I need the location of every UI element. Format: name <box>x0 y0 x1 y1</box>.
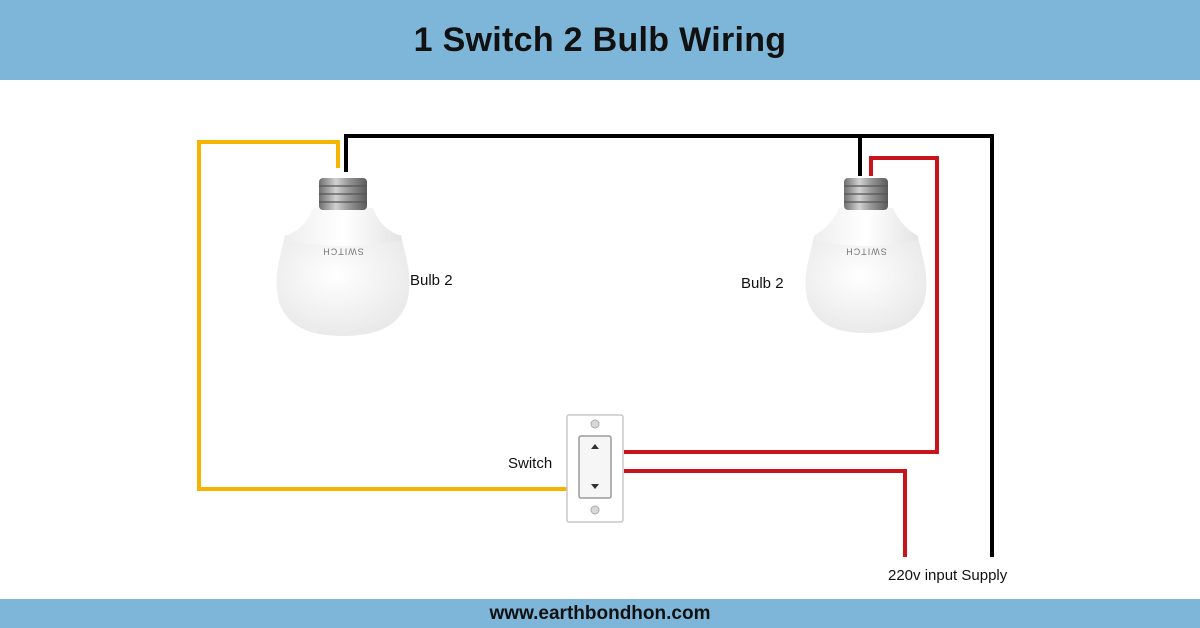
black-neutral-wire <box>344 134 994 557</box>
supply-label: 220v input Supply <box>888 567 1008 584</box>
bulb-right-label: Bulb 2 <box>741 275 784 292</box>
bulb-left-dome <box>276 235 410 336</box>
bulb-right-dome <box>805 237 927 333</box>
bulb-right-brand: SWITCH <box>845 247 887 257</box>
footer-url: www.earthbondhon.com <box>489 602 711 624</box>
red-switch-to-bulb-wire <box>624 156 939 454</box>
bulb-left: SWITCH <box>276 178 410 336</box>
bulb-right-body <box>814 208 918 246</box>
switch-up-arrow <box>591 444 599 449</box>
red-supply-wire <box>624 469 907 557</box>
bulb-left-brand: SWITCH <box>322 247 364 257</box>
wall-switch <box>566 414 624 523</box>
yellow-link-wire <box>197 140 572 491</box>
switch-screw-bottom <box>590 505 600 515</box>
switch-screw-top <box>590 419 600 429</box>
title-bar: 1 Switch 2 Bulb Wiring <box>0 0 1200 80</box>
bulb-left-body <box>285 208 401 246</box>
switch-down-arrow <box>591 484 599 489</box>
page-title: 1 Switch 2 Bulb Wiring <box>413 20 787 59</box>
switch-rocker <box>578 435 612 499</box>
switch-label: Switch <box>508 455 553 472</box>
bulb-left-label: Bulb 2 <box>410 272 453 289</box>
footer-bar: www.earthbondhon.com <box>0 599 1200 628</box>
bulb-right: SWITCH <box>805 178 927 333</box>
